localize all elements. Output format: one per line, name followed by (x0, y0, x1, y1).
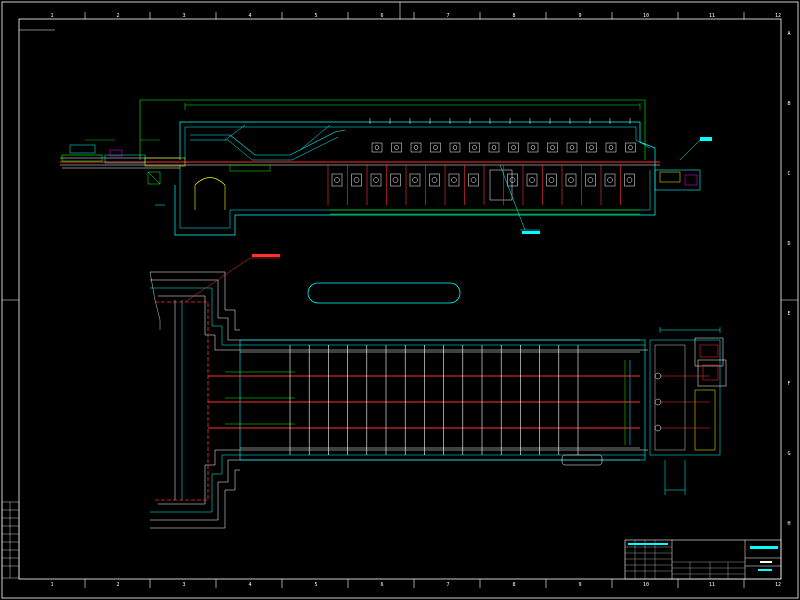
window-box (469, 142, 480, 153)
window-circle (607, 177, 613, 183)
plan-view (149, 254, 727, 529)
window-circle (452, 145, 458, 150)
window-box (625, 142, 636, 153)
zone-number-bottom: 11 (709, 582, 715, 588)
zone-number-bottom: 10 (643, 582, 649, 588)
zone-number-top: 9 (578, 13, 581, 19)
zone-number-top: 4 (248, 13, 251, 19)
zone-number-bottom: 9 (578, 582, 581, 588)
zone-number-top: 7 (446, 13, 449, 19)
window-box (331, 173, 343, 187)
window-box (566, 142, 578, 153)
zone-letter-right: E (787, 311, 790, 317)
window-circle (587, 177, 594, 183)
zone-number-bottom: 1 (50, 582, 53, 588)
window-box (448, 173, 460, 187)
window-box (585, 173, 596, 187)
window-circle (433, 145, 438, 150)
window-circle (511, 145, 516, 150)
window-circle (550, 145, 555, 150)
zone-number-top: 1 (50, 13, 53, 19)
zone-number-top: 2 (116, 13, 119, 19)
title-block (624, 539, 782, 580)
zone-ticks (2, 2, 798, 588)
zone-letter-right: G (787, 451, 790, 457)
zone-number-top: 6 (380, 13, 383, 19)
window-box (351, 173, 362, 187)
window-box (624, 173, 635, 187)
zone-number-top: 11 (709, 13, 715, 19)
window-box (508, 142, 519, 153)
window-circle (413, 145, 419, 150)
zone-number-top: 8 (512, 13, 515, 19)
window-circle (491, 145, 497, 150)
zone-number-top: 5 (314, 13, 317, 19)
window-box (547, 142, 558, 153)
window-circle (548, 177, 555, 183)
window-circle (569, 145, 575, 150)
window-circle (628, 145, 633, 150)
zone-number-top: 3 (182, 13, 185, 19)
door-frame (489, 169, 513, 201)
window-circle (394, 145, 399, 150)
window-circle (431, 177, 438, 183)
window-circle (509, 177, 516, 183)
window-box (527, 142, 539, 153)
window-box (468, 173, 479, 187)
elevation-view (60, 99, 712, 236)
zone-number-bottom: 4 (248, 582, 251, 588)
window-box (370, 173, 382, 187)
window-circle (451, 177, 457, 183)
inner-frame (18, 18, 782, 580)
window-circle (353, 177, 360, 183)
zone-number-bottom: 8 (512, 582, 515, 588)
window-circle (334, 177, 340, 183)
zone-number-bottom: 2 (116, 582, 119, 588)
window-box (390, 173, 401, 187)
zone-number-bottom: 7 (446, 582, 449, 588)
window-circle (470, 177, 477, 183)
window-circle (392, 177, 399, 183)
revision-table (1, 501, 20, 579)
window-box (507, 173, 518, 187)
window-circle (530, 145, 536, 150)
zone-number-bottom: 5 (314, 582, 317, 588)
zone-letter-right: B (787, 101, 790, 107)
zone-letter-right: A (787, 31, 790, 37)
window-box (449, 142, 461, 153)
window-box (604, 173, 616, 187)
window-box (371, 142, 383, 153)
window-circle (626, 177, 633, 183)
window-box (409, 173, 421, 187)
window-circle (589, 145, 594, 150)
zone-number-top: 10 (643, 13, 649, 19)
window-circle (373, 177, 379, 183)
window-box (586, 142, 597, 153)
zone-number-bottom: 12 (775, 582, 781, 588)
zone-number-bottom: 3 (182, 582, 185, 588)
window-box (565, 173, 577, 187)
zone-number-bottom: 6 (380, 582, 383, 588)
window-box (429, 173, 440, 187)
window-circle (608, 145, 614, 150)
window-box (430, 142, 441, 153)
window-circle (472, 145, 477, 150)
zone-letter-right: D (787, 241, 790, 247)
window-box (391, 142, 402, 153)
zone-letter-right: F (787, 381, 790, 387)
window-box (605, 142, 617, 153)
window-circle (529, 177, 535, 183)
window-circle (374, 145, 380, 150)
window-circle (568, 177, 574, 183)
window-box (488, 142, 500, 153)
zone-number-top: 12 (775, 13, 781, 19)
zone-letter-right: C (787, 171, 790, 177)
zone-letter-right: H (787, 521, 790, 527)
window-circle (412, 177, 418, 183)
window-box (410, 142, 422, 153)
window-box (526, 173, 538, 187)
window-box (546, 173, 557, 187)
